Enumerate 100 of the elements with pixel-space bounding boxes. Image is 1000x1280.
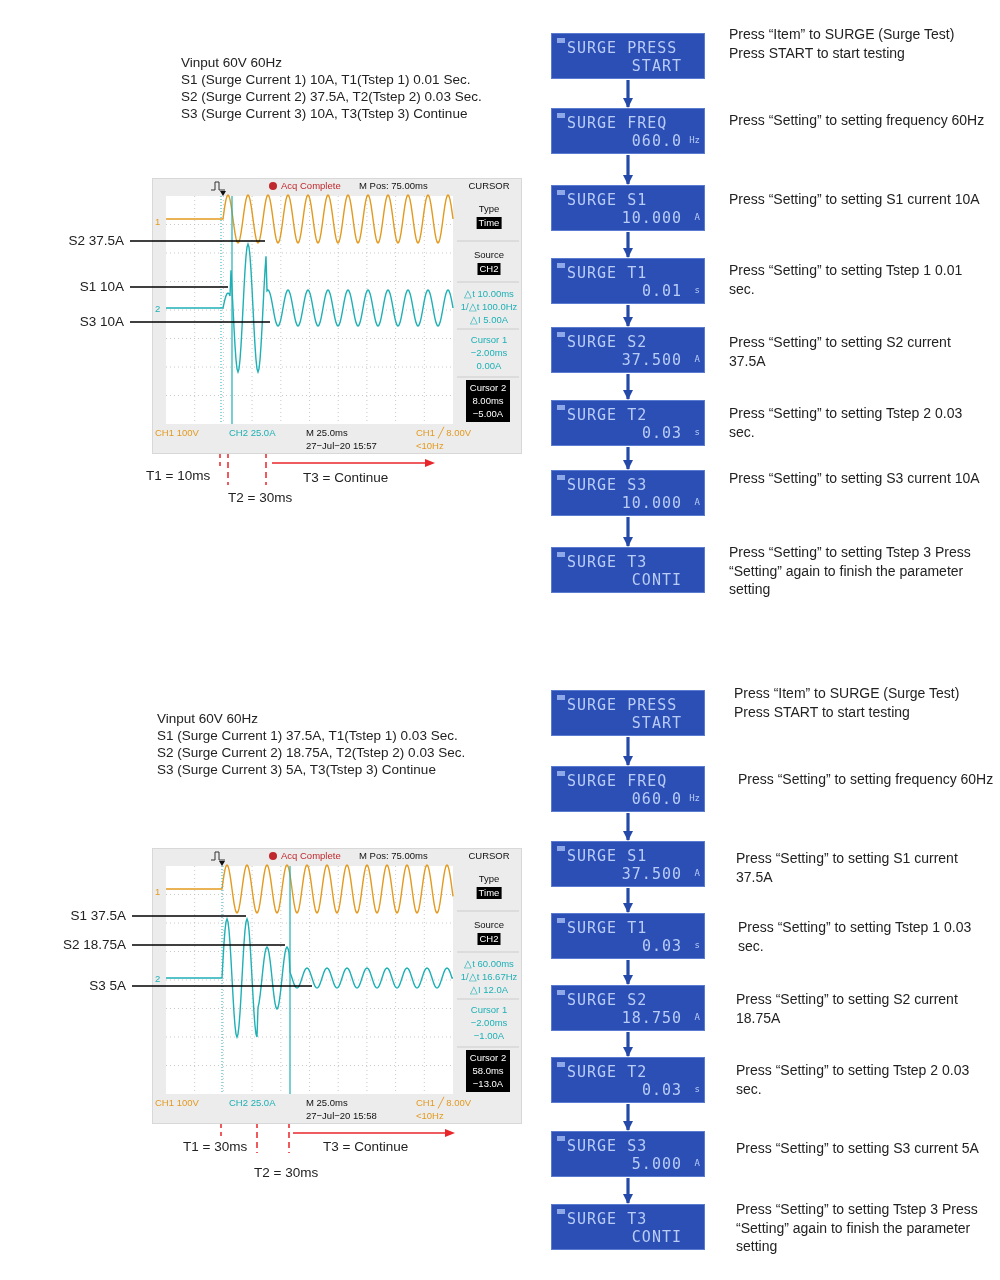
lcd-text: SURGE S1: [567, 848, 648, 865]
time-label: T2 = 30ms: [228, 489, 293, 506]
scope-readout: −1.00A: [473, 1030, 505, 1042]
scope-readout: Cursor 1: [470, 334, 508, 346]
arrow: [622, 737, 634, 766]
lcd-text: SURGE FREQ: [567, 115, 668, 132]
arrow: [622, 960, 634, 985]
spec-text: Vinput 60V 60Hz: [157, 710, 259, 727]
unit-label: A: [694, 1158, 700, 1168]
unit-label: s: [694, 427, 700, 437]
lcd-text: SURGE S3: [567, 477, 648, 494]
scope-readout: 27−Jul−20 15:57: [306, 440, 377, 452]
scope-readout: −2.00ms: [470, 347, 508, 359]
lcd-text: SURGE S2: [567, 334, 648, 351]
scope-readout: 8.00ms: [472, 395, 504, 407]
lcd-text: SURGE T1: [567, 265, 648, 282]
lcd-display: [551, 766, 705, 812]
lcd-text: SURGE S3: [567, 1138, 648, 1155]
instruction-text: Press “Setting” to setting frequency 60Hz: [729, 111, 986, 130]
lcd-text: SURGE T3: [567, 554, 648, 571]
scope-readout: Type: [478, 873, 500, 885]
lcd-display: [551, 258, 705, 304]
scope-readout: M Pos: 75.00ms: [359, 180, 428, 192]
unit-label: s: [694, 940, 700, 950]
lcd-display: [551, 985, 705, 1031]
lcd-text: 5.000: [631, 1156, 682, 1173]
time-label: T1 = 10ms: [146, 467, 211, 484]
lcd-text: 10.000: [621, 495, 682, 512]
lcd-text: SURGE T3: [567, 1211, 648, 1228]
lcd-text: 10.000: [621, 210, 682, 227]
instruction-text: Press “Setting” to setting Tstep 1 0.03 sec.: [738, 918, 973, 955]
scope-readout: △I 12.0A: [469, 984, 509, 996]
unit-label: A: [694, 354, 700, 364]
lcd-text: 0.01: [641, 283, 682, 300]
lcd-display: [551, 108, 705, 154]
lcd-display: [551, 185, 705, 231]
time-label: T1 = 30ms: [183, 1138, 248, 1155]
unit-label: A: [694, 868, 700, 878]
oscilloscope-screen: [152, 178, 522, 454]
lcd-text: SURGE PRESS: [567, 697, 678, 714]
scope-readout: △I 5.00A: [469, 314, 509, 326]
lcd-display: [551, 327, 705, 373]
arrow: [622, 232, 634, 258]
scope-readout: 58.0ms: [472, 1065, 504, 1077]
scope-readout: CH2: [477, 263, 501, 275]
instruction-text: Press “Setting” to setting S2 current 18.75A: [736, 990, 959, 1027]
arrow: [622, 517, 634, 547]
scope-readout: <10Hz: [416, 440, 444, 452]
lcd-text: SURGE T2: [567, 407, 648, 424]
instruction-text: Press “Setting” to setting S1 current 37.5A: [736, 849, 959, 886]
lcd-text: SURGE PRESS: [567, 40, 678, 57]
leader-line: [131, 944, 286, 946]
scope-readout: CURSOR: [468, 850, 510, 862]
scope-readout: −2.00ms: [470, 1017, 508, 1029]
lcd-text: 37.500: [621, 352, 682, 369]
time-label: T3 = Continue: [323, 1138, 409, 1155]
scope-readout: △t 10.00ms: [464, 288, 514, 300]
unit-label: A: [694, 1012, 700, 1022]
instruction-text: Press “Setting” to setting Tstep 3 Press “Setting” again to finish the parameter setting: [729, 543, 972, 599]
instruction-text: Press “Setting” to setting Tstep 3 Press “Setting” again to finish the parameter setting: [736, 1200, 979, 1256]
leader-line: [129, 240, 266, 242]
arrow: [622, 155, 634, 185]
spec-text: S3 (Surge Current 3) 5A, T3(Tstep 3) Continue: [157, 761, 436, 778]
scope-readout: Time: [476, 217, 502, 229]
spec-text: Vinput 60V 60Hz: [181, 54, 283, 71]
leader-line: [129, 286, 229, 288]
spec-text: S2 (Surge Current 2) 18.75A, T2(Tstep 2) 0.03 Sec.: [157, 744, 466, 761]
lcd-text: START: [631, 58, 682, 75]
lcd-text: 0.03: [641, 1082, 682, 1099]
scope-readout: 2: [155, 973, 161, 985]
scope-readout: 1: [155, 216, 161, 228]
scope-readout: Time: [476, 887, 502, 899]
scope-readout: M Pos: 75.00ms: [359, 850, 428, 862]
scope-readout: CH1 100V: [155, 1097, 199, 1109]
arrow: [622, 1178, 634, 1204]
instruction-text: Press “Setting” to setting Tstep 2 0.03 sec.: [736, 1061, 971, 1098]
time-label: T2 = 30ms: [254, 1164, 319, 1181]
unit-label: Hz: [689, 135, 700, 145]
oscilloscope-screen: [152, 848, 522, 1124]
scope-readout: △t 60.00ms: [464, 958, 514, 970]
current-level-label: S1 37.5A: [70, 908, 126, 924]
scope-readout: 1: [155, 886, 161, 898]
lcd-text: SURGE FREQ: [567, 773, 668, 790]
spec-text: S1 (Surge Current 1) 10A, T1(Tstep 1) 0.01 Sec.: [181, 71, 471, 88]
scope-readout: Acq Complete: [281, 180, 341, 192]
unit-label: A: [694, 497, 700, 507]
scope-readout: Cursor 1: [470, 1004, 508, 1016]
lcd-text: 0.03: [641, 425, 682, 442]
lcd-text: SURGE S1: [567, 192, 648, 209]
lcd-text: 37.500: [621, 866, 682, 883]
lcd-text: 0.03: [641, 938, 682, 955]
lcd-text: SURGE T1: [567, 920, 648, 937]
arrow: [622, 813, 634, 841]
unit-label: s: [694, 285, 700, 295]
unit-label: Hz: [689, 793, 700, 803]
current-level-label: S2 18.75A: [62, 937, 126, 953]
instruction-text: Press “Setting” to setting S3 current 5A: [736, 1139, 980, 1158]
lcd-display: [551, 841, 705, 887]
lcd-text: SURGE T2: [567, 1064, 648, 1081]
current-level-label: S3 5A: [89, 978, 126, 994]
